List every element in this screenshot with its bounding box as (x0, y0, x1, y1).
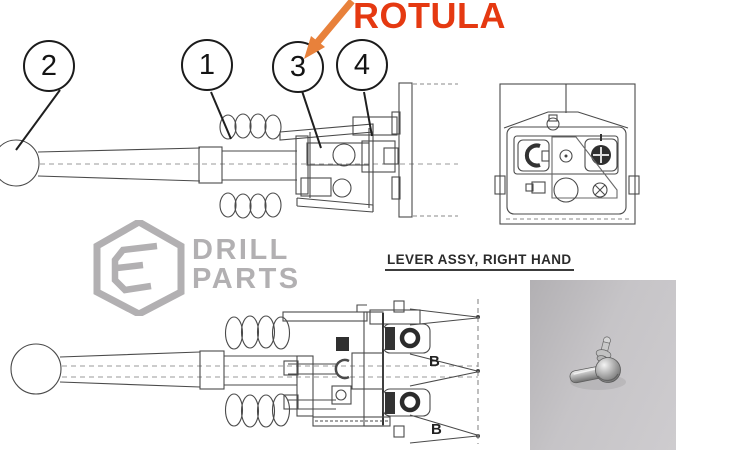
rotula-label: ROTULA (353, 0, 506, 36)
lever-side-view-bottom-icon (10, 299, 480, 444)
rotula-pointer-arrow-icon (304, 0, 355, 59)
callout-1: 1 (181, 39, 233, 91)
ball-joint-photo-icon (569, 336, 626, 390)
diagram-caption: LEVER ASSY, RIGHT HAND (385, 252, 574, 271)
callout-4-number: 4 (353, 48, 371, 81)
logo-line1: DRILL (192, 234, 290, 266)
drillparts-logo-icon (93, 220, 185, 316)
section-label-b-lower: B (431, 421, 442, 438)
callout-3-number: 3 (289, 50, 307, 83)
lever-end-view-icon (494, 83, 640, 225)
logo-line2: PARTS (192, 263, 301, 295)
callout-leader-lines (15, 89, 373, 151)
rotula-part-photo (530, 280, 676, 450)
callout-2: 2 (23, 40, 75, 92)
lever-side-view-top-icon (0, 82, 458, 219)
drillparts-watermark: DRILL PARTS (93, 220, 301, 316)
drillparts-logo-text: DRILL PARTS (192, 236, 301, 294)
section-label-b-upper: B (429, 353, 440, 370)
callout-4: 4 (336, 39, 388, 91)
callout-1-number: 1 (198, 48, 216, 81)
callout-2-number: 2 (40, 49, 58, 82)
